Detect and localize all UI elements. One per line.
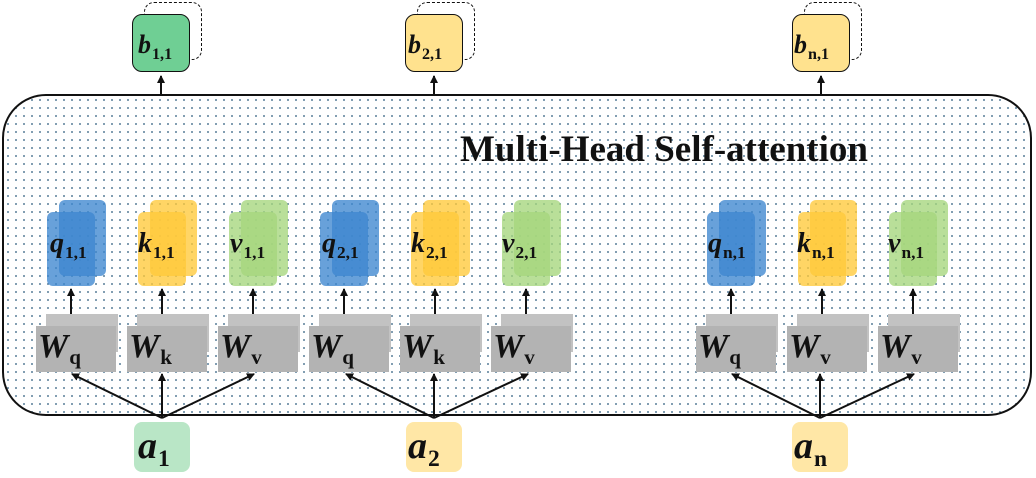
wq-n-label: Wq: [698, 328, 741, 370]
output-bn1-card: [792, 14, 850, 72]
output-b21-label: b2,1: [408, 30, 443, 63]
input-a2-card: [406, 422, 462, 472]
input-an-card: [792, 422, 848, 472]
wk-2-block: [400, 326, 480, 372]
q21-card: [320, 212, 368, 286]
wq-n-block: [696, 326, 776, 372]
arrow-a1-to-wq: [71, 373, 163, 419]
wv-2-label: Wv: [493, 328, 535, 370]
k21-card: [411, 212, 459, 286]
output-bn1-label: bn,1: [794, 30, 830, 63]
arrow-a2-to-wq: [345, 373, 435, 419]
wq-2-label: Wq: [311, 328, 354, 370]
wv-n-label: Wv: [880, 328, 922, 370]
vn1-label: vn,1: [888, 228, 925, 263]
kn1-card: [798, 212, 846, 286]
output-b11-card: [132, 14, 190, 72]
arrow-an-to-wq: [731, 373, 821, 419]
input-an-label: an: [794, 425, 828, 473]
k11-label: k1,1: [138, 228, 175, 263]
qn1-card: [707, 212, 755, 286]
wv-1-block: [218, 326, 298, 372]
input-a1-label: a1: [138, 425, 170, 473]
output-b11-label: b1,1: [138, 30, 173, 63]
output-b21-card: [405, 14, 463, 72]
wq-1-block: [36, 326, 116, 372]
vn1-card: [889, 212, 937, 286]
kn1-label: kn,1: [797, 228, 835, 263]
v21-card: [502, 212, 550, 286]
q11-label: q1,1: [50, 228, 87, 263]
qn1-label: qn,1: [708, 228, 746, 263]
wk-n-block: [787, 326, 867, 372]
q21-label: q2,1: [322, 228, 359, 263]
arrow-a2-to-wv: [433, 373, 529, 419]
input-a2-label: a2: [408, 425, 440, 473]
arrow-a1-to-wv: [161, 373, 255, 419]
k21-label: k2,1: [411, 228, 448, 263]
arrow-an-to-wv: [819, 373, 915, 419]
v11-card: [229, 212, 277, 286]
wv-1-label: Wv: [220, 328, 262, 370]
v11-label: v1,1: [230, 228, 266, 263]
wv-2-block: [491, 326, 571, 372]
module-title: Multi-Head Self-attention: [460, 129, 868, 170]
v21-label: v2,1: [502, 228, 538, 263]
wv-n-block: [878, 326, 958, 372]
wk-n-label: Wv: [789, 328, 831, 370]
wq-1-label: Wq: [38, 328, 81, 370]
wq-2-block: [309, 326, 389, 372]
wk-1-block: [127, 326, 207, 372]
input-a1-card: [134, 422, 190, 472]
wk-1-label: Wk: [129, 328, 172, 370]
q11-card: [47, 212, 95, 286]
k11-card: [138, 212, 186, 286]
wk-2-label: Wk: [402, 328, 445, 370]
